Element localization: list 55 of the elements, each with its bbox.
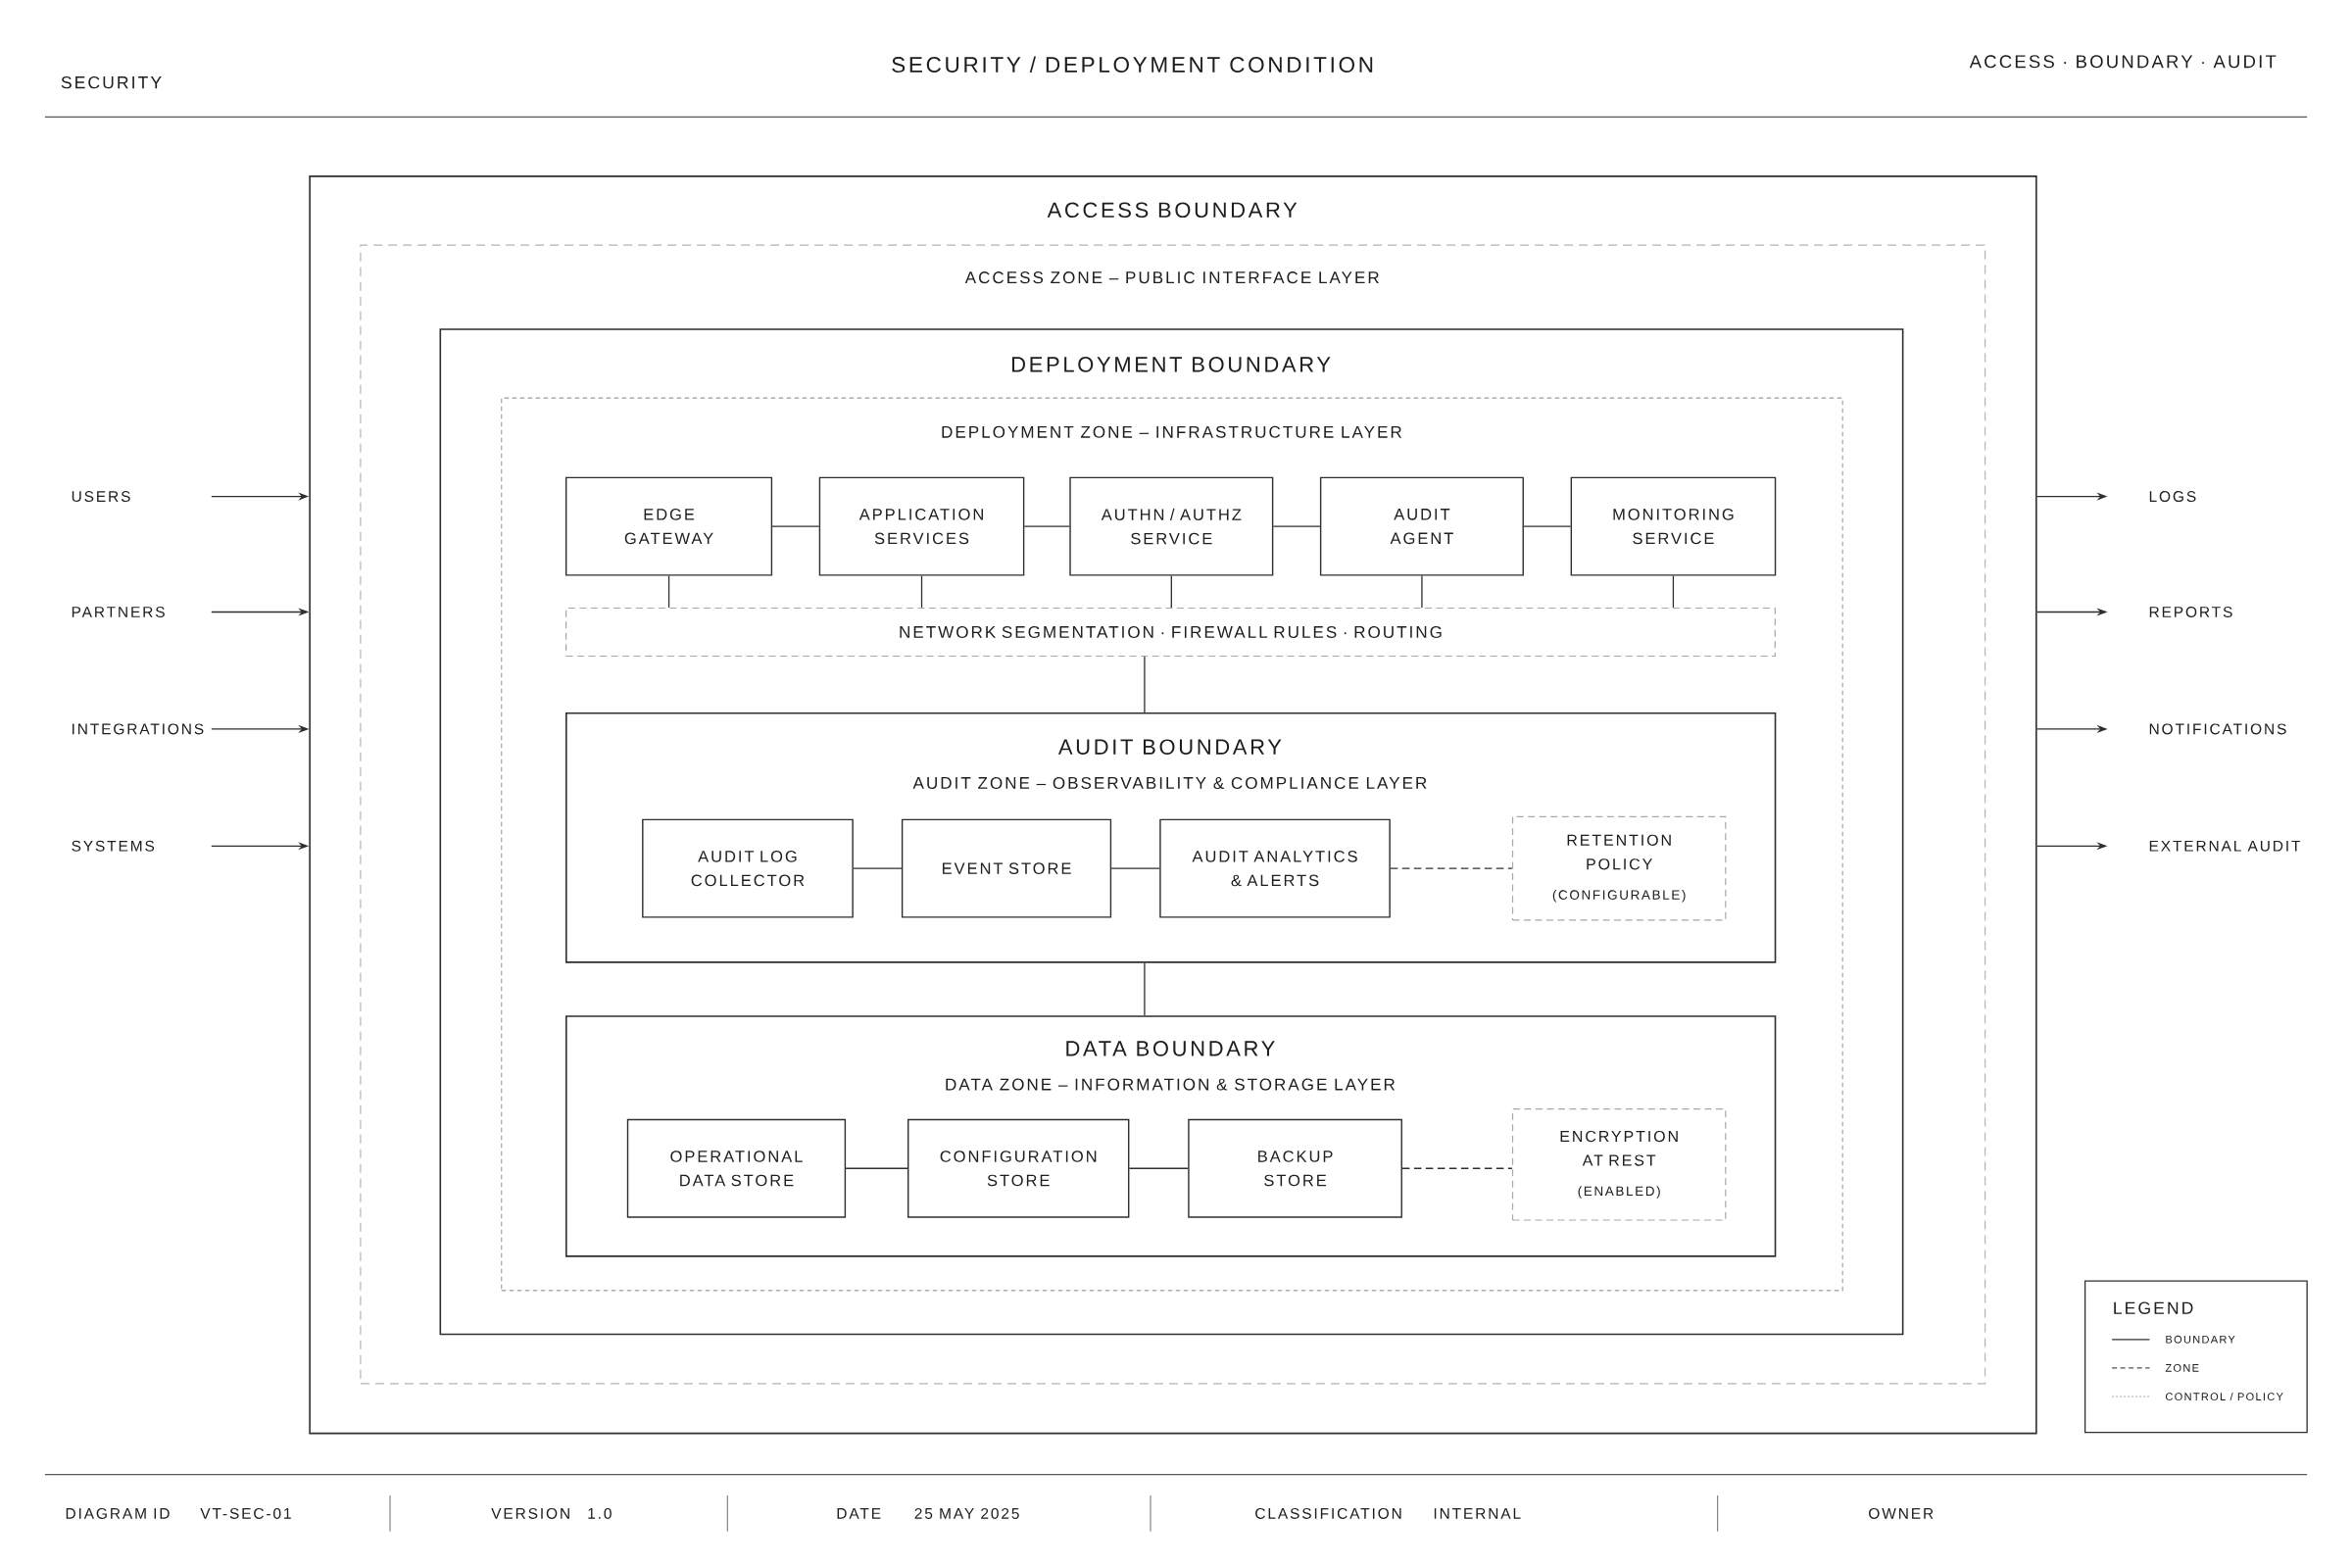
- component-box: OPERATIONAL DATA STORE: [626, 1118, 847, 1218]
- component-box: AUTHN / AUTHZ SERVICE: [1069, 476, 1274, 576]
- source-label: INTEGRATIONS: [73, 723, 204, 735]
- connector-line: [1272, 525, 1321, 527]
- footer-value: VT-SEC-01: [200, 1507, 291, 1519]
- connector-line: [845, 1167, 908, 1169]
- connector-line: [1390, 867, 1513, 869]
- footer-value: INTERNAL: [1434, 1508, 1521, 1519]
- source-label: PARTNERS: [72, 607, 165, 617]
- footer-field-label: VERSION: [491, 1507, 569, 1519]
- component-box: AUDIT AGENT: [1319, 476, 1524, 576]
- output-label: REPORTS: [2149, 607, 2232, 617]
- source-label: USERS: [72, 491, 130, 503]
- source-label: SYSTEMS: [72, 840, 155, 852]
- connector-line: [1128, 1167, 1189, 1169]
- connector-line: [1023, 525, 1070, 527]
- connector-line: [1672, 574, 1675, 609]
- connector-line: [853, 867, 903, 869]
- legend-text: ZONE: [2165, 1363, 2199, 1372]
- legend-title: LEGEND: [2114, 1301, 2193, 1314]
- component-box: CONFIGURATION STORE: [907, 1118, 1130, 1218]
- component-box: BACKUP STORE: [1188, 1118, 1402, 1218]
- component-box: EDGE GATEWAY: [565, 476, 773, 576]
- footer-field-label: OWNER: [1869, 1507, 1934, 1519]
- connector-line: [1401, 1167, 1513, 1169]
- connector-line: [1144, 962, 1146, 1016]
- footer-field-label: DIAGRAM ID: [66, 1507, 170, 1519]
- component-box: EVENT STORE: [901, 818, 1112, 918]
- legend-text: CONTROL / POLICY: [2166, 1392, 2283, 1401]
- header-tag: ACCESS · BOUNDARY · AUDIT: [1969, 55, 2277, 69]
- connector-line: [771, 525, 820, 527]
- component-box: AUDIT ANALYTICS & ALERTS: [1159, 818, 1391, 918]
- connector-line: [920, 574, 923, 609]
- component-box: MONITORING SERVICE: [1570, 476, 1777, 576]
- footer-value: 25 MAY 2025: [914, 1507, 1019, 1519]
- footer-field-label: DATE: [837, 1508, 881, 1519]
- footer-field-label: CLASSIFICATION: [1255, 1507, 1401, 1519]
- policy-box: RETENTION POLICY (CONFIGURABLE): [1511, 815, 1727, 921]
- connector-line: [1144, 656, 1146, 713]
- control-band: NETWORK SEGMENTATION · FIREWALL RULES · ROUTING: [565, 607, 1776, 658]
- output-label: LOGS: [2149, 491, 2196, 503]
- component-box: APPLICATION SERVICES: [818, 476, 1025, 576]
- subtitle: SECURITY: [61, 75, 162, 89]
- connector-line: [1421, 574, 1423, 609]
- policy-box: ENCRYPTION AT REST (ENABLED): [1511, 1108, 1727, 1221]
- connector-line: [1170, 574, 1172, 609]
- footer-value: 1.0: [588, 1507, 612, 1519]
- connector-line: [1523, 525, 1572, 527]
- legend-text: BOUNDARY: [2166, 1335, 2235, 1344]
- connector-line: [1110, 867, 1160, 869]
- connector-line: [667, 574, 670, 609]
- title: SECURITY / DEPLOYMENT CONDITION: [892, 56, 1373, 74]
- output-label: NOTIFICATIONS: [2149, 723, 2286, 735]
- component-box: AUDIT LOG COLLECTOR: [642, 818, 854, 918]
- output-label: EXTERNAL AUDIT: [2149, 840, 2301, 852]
